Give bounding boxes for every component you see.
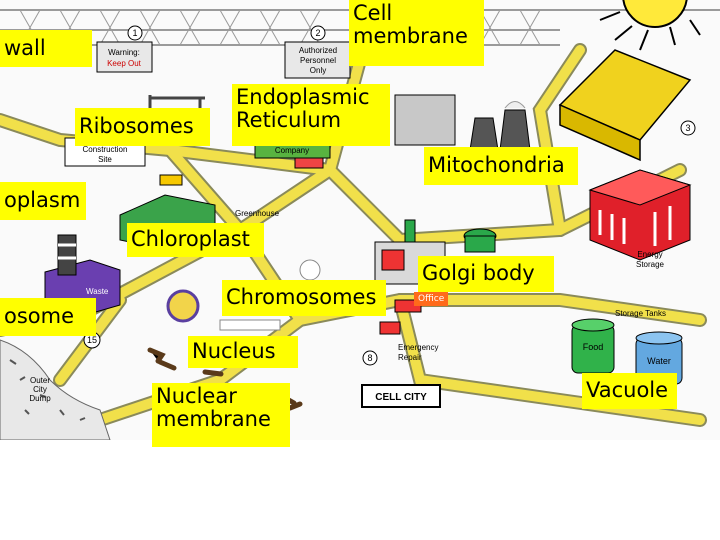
nucleus-area [147, 259, 321, 411]
label-ribosomes: Ribosomes [75, 108, 210, 146]
endoplasmic-line-2: Reticulum [236, 108, 342, 132]
cell-membrane-line-1: Cell [353, 1, 393, 25]
endoplasmic-line-1: Endoplasmic [236, 85, 370, 109]
storage-tanks: Storage Tanks Food Water [571, 309, 683, 385]
number-circles: 1 2 3 8 15 [83, 25, 696, 366]
cell-city-drawing: Warning: Keep Out Authorized Personnel O… [0, 0, 720, 440]
cell-city-sign: CELL CITY [361, 384, 441, 408]
warning-sign-text: Warning: [108, 48, 140, 57]
label-endoplasmic-reticulum: Endoplasmic Reticulum [232, 84, 390, 146]
warning-sign-text-2: Keep Out [107, 59, 142, 68]
authorized-sign-text-1: Authorized [299, 46, 337, 55]
construction-text-2: Site [98, 155, 112, 164]
emergency-text-2: Repair [398, 353, 422, 362]
label-chloroplast: Chloroplast [127, 223, 264, 257]
label-cell-wall: wall [0, 30, 92, 67]
label-cell-membrane: Cell membrane [349, 0, 484, 66]
label-lysosome: osome [0, 298, 96, 336]
outer-text-3: Dump [29, 394, 51, 403]
outer-city-dump: Outer City Dump [0, 339, 111, 440]
emergency-repair: Emergency Repair [379, 321, 438, 362]
energy-text-2: Storage [636, 260, 665, 269]
authorized-sign-text-2: Personnel [300, 56, 336, 65]
yellow-building [558, 49, 692, 162]
cell-membrane-line-2: membrane [353, 24, 468, 48]
storage-tanks-text: Storage Tanks [615, 309, 666, 318]
nuclear-line-2: membrane [156, 407, 271, 431]
emergency-text-1: Emergency [398, 343, 438, 352]
cell-city-text: CELL CITY [375, 392, 427, 403]
outer-text-1: Outer [30, 376, 50, 385]
label-nucleus: Nucleus [188, 336, 298, 368]
cell-city-illustration: Warning: Keep Out Authorized Personnel O… [0, 0, 720, 440]
office-badge: Office [414, 292, 449, 306]
label-nuclear-membrane: Nuclear membrane [152, 383, 290, 447]
authorized-sign-text-3: Only [310, 66, 326, 75]
label-vacuole: Vacuole [582, 373, 677, 409]
label-cytoplasm: oplasm [0, 182, 86, 220]
greenhouse-text: Greenhouse [235, 209, 280, 218]
energy-storage: Energy Storage [588, 169, 692, 269]
number-3: 3 [685, 123, 690, 133]
number-8: 8 [367, 353, 372, 363]
food-text: Food [583, 342, 604, 352]
waste-text: Waste [86, 287, 109, 296]
outer-text-2: City [33, 385, 47, 394]
label-chromosomes: Chromosomes [222, 280, 386, 316]
sun [599, 0, 701, 51]
company-text: Company [275, 146, 309, 155]
number-1: 1 [132, 28, 137, 38]
nuclear-line-1: Nuclear [156, 384, 237, 408]
label-golgi-body: Golgi body [418, 256, 554, 292]
label-mitochondria: Mitochondria [424, 147, 578, 185]
number-15: 15 [87, 335, 97, 345]
construction-text-1: Construction [83, 145, 128, 154]
authorized-sign: Authorized Personnel Only [284, 41, 351, 79]
energy-text-1: Energy [637, 250, 662, 259]
number-2: 2 [315, 28, 320, 38]
warning-sign: Warning: Keep Out [96, 41, 153, 73]
water-text: Water [647, 356, 671, 366]
